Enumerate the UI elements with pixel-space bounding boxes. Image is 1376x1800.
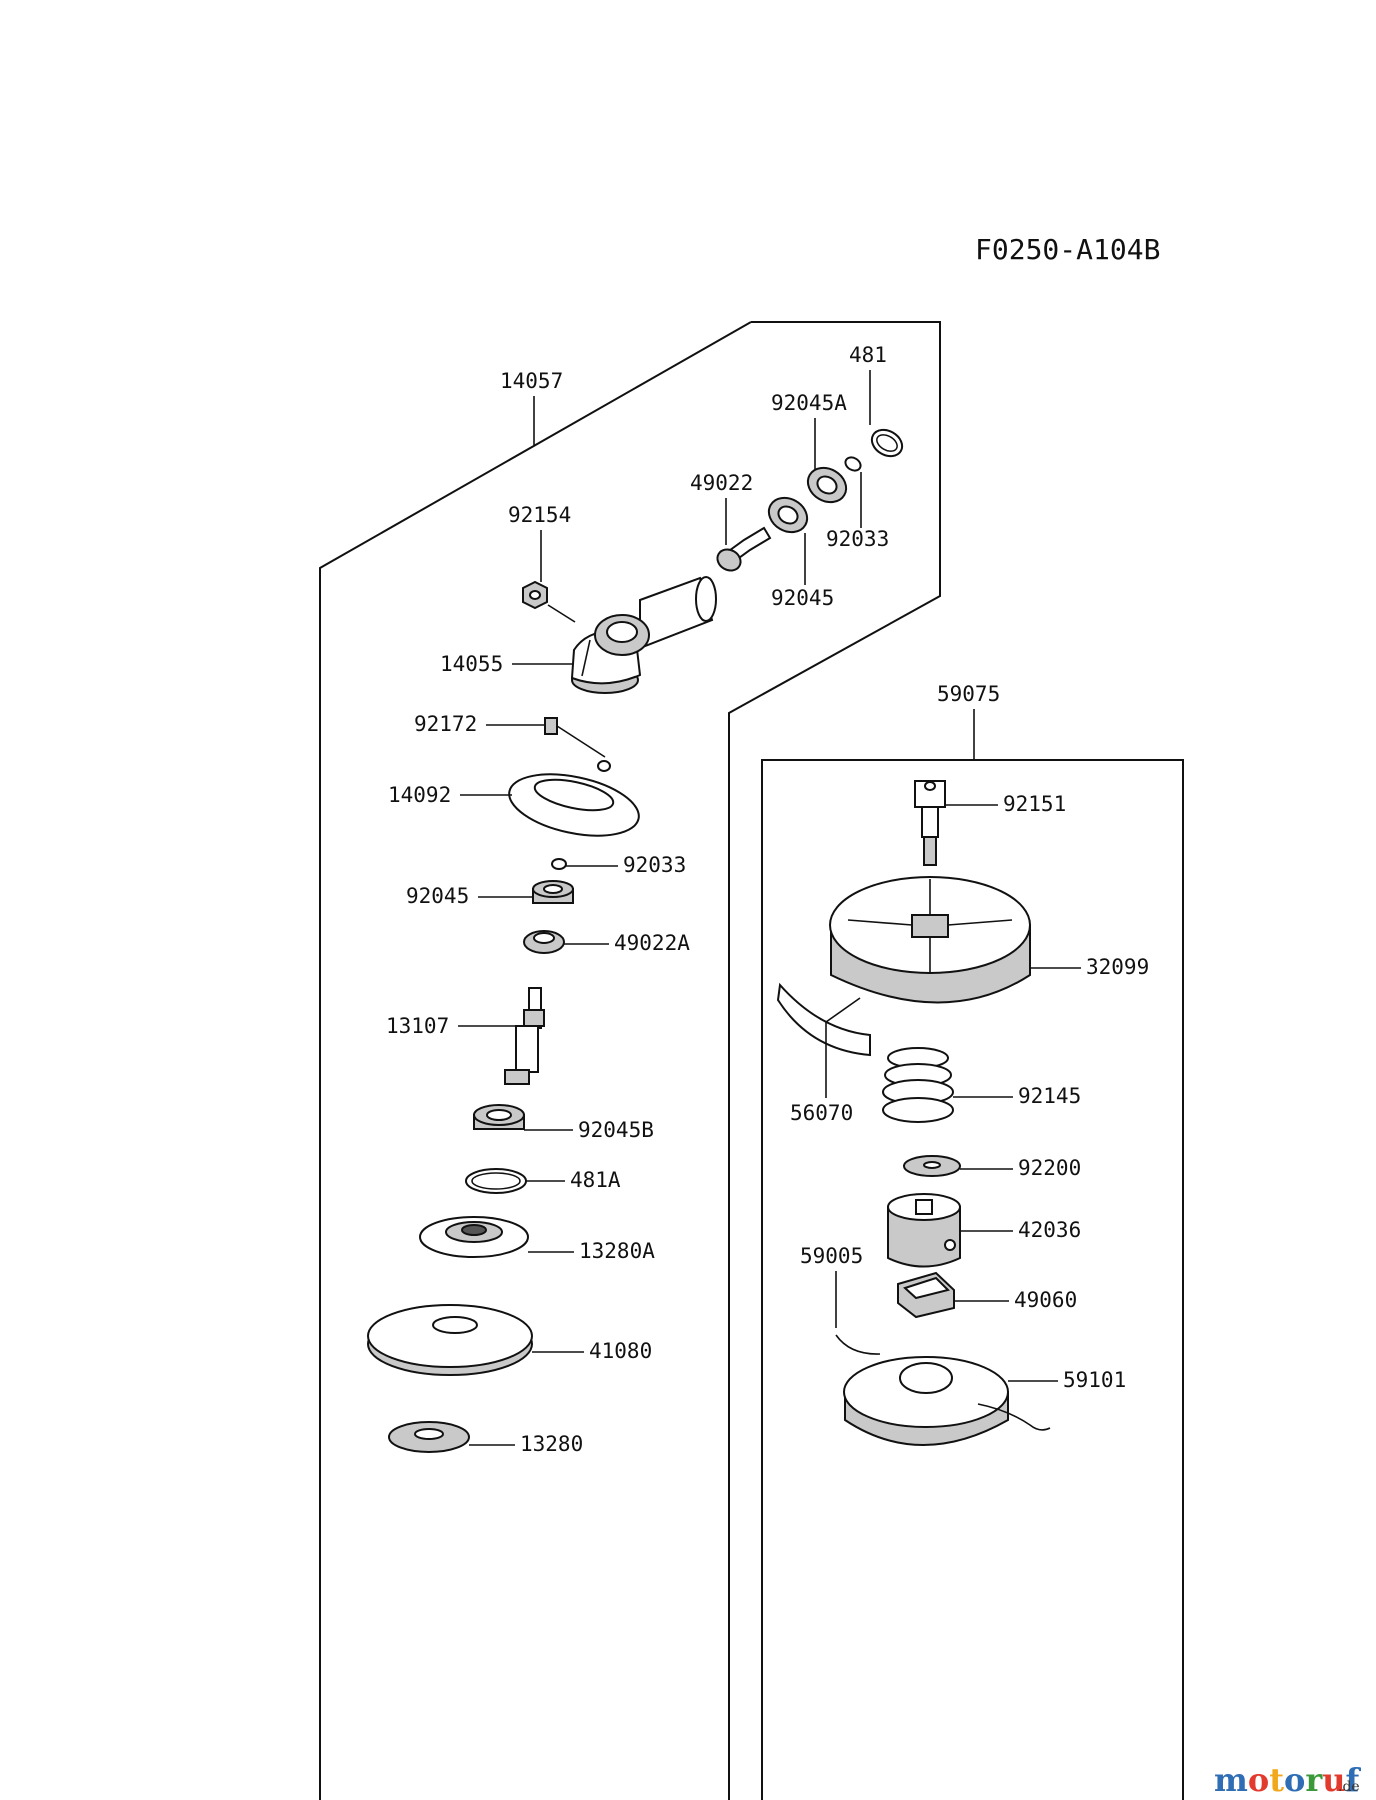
label-56070: 56070 [790,1101,853,1125]
label-92045A: 92045A [771,391,847,415]
guard-41080 [367,1304,533,1376]
spool-59101 [835,1334,1051,1446]
diagram-code: F0250-A104B [975,233,1160,266]
label-92045B: 92045B [578,1118,654,1142]
group-label-trimmer-head: 59075 [937,682,1000,706]
label-13280A: 13280A [579,1239,655,1263]
shaft-13107 [504,987,545,1085]
label-49022: 49022 [690,471,753,495]
trimmer-head-frame [761,759,1184,1800]
label-92045-top: 92045 [771,586,834,610]
label-42036: 42036 [1018,1218,1081,1242]
brand-name: motoruf [1214,1761,1361,1799]
ring-92033 [551,858,567,870]
label-14092: 14092 [388,783,451,807]
label-92154: 92154 [508,503,571,527]
nut-92154 [522,580,548,610]
label-92045: 92045 [406,884,469,908]
bolt-92172 [544,717,611,772]
label-49060: 49060 [1014,1288,1077,1312]
brand-letter: o [1284,1761,1305,1799]
label-92033-top: 92033 [826,527,889,551]
spring-92145 [882,1047,954,1123]
circlip-481 [870,428,904,458]
brand-logo: motoruf .de [1214,1761,1361,1799]
brand-letter: f [1345,1761,1361,1799]
cover-14092 [508,773,640,837]
label-14055: 14055 [440,652,503,676]
label-481: 481 [849,343,887,367]
label-481A: 481A [570,1168,621,1192]
washer-92200 [903,1155,961,1177]
brand-letter: m [1214,1761,1248,1799]
brand-letter: u [1322,1761,1345,1799]
label-92172: 92172 [414,712,477,736]
label-32099: 32099 [1086,955,1149,979]
brand-tld: .de [1338,1779,1360,1795]
brand-letter: r [1305,1761,1323,1799]
gear-49022A [523,930,565,954]
label-92151: 92151 [1003,792,1066,816]
label-strip-56070 [776,982,871,1057]
label-13107: 13107 [386,1014,449,1038]
ring-92033-top [844,456,862,472]
pinion-49022 [716,526,772,572]
knob-42036 [887,1193,961,1268]
nut-49060 [897,1271,955,1319]
holder-13280A [419,1216,529,1258]
label-59101: 59101 [1063,1368,1126,1392]
bearing-92045-top [767,496,809,534]
bolt-92151 [914,780,946,866]
gear-case-14055 [570,576,717,694]
label-92200: 92200 [1018,1156,1081,1180]
circlip-481A [465,1168,527,1194]
label-59005: 59005 [800,1244,863,1268]
bearing-92045 [532,880,574,904]
label-92033: 92033 [623,853,686,877]
label-41080: 41080 [589,1339,652,1363]
label-49022A: 49022A [614,931,690,955]
bearing-92045B [473,1104,525,1130]
washer-13280 [388,1421,470,1453]
label-13280: 13280 [520,1432,583,1456]
group-label-gear-head: 14057 [500,369,563,393]
housing-32099 [829,876,1031,1004]
label-92145: 92145 [1018,1084,1081,1108]
bearing-92045A [806,466,848,504]
brand-letter: o [1248,1761,1269,1799]
brand-letter: t [1269,1761,1284,1799]
gear-head-frame [319,321,941,1800]
